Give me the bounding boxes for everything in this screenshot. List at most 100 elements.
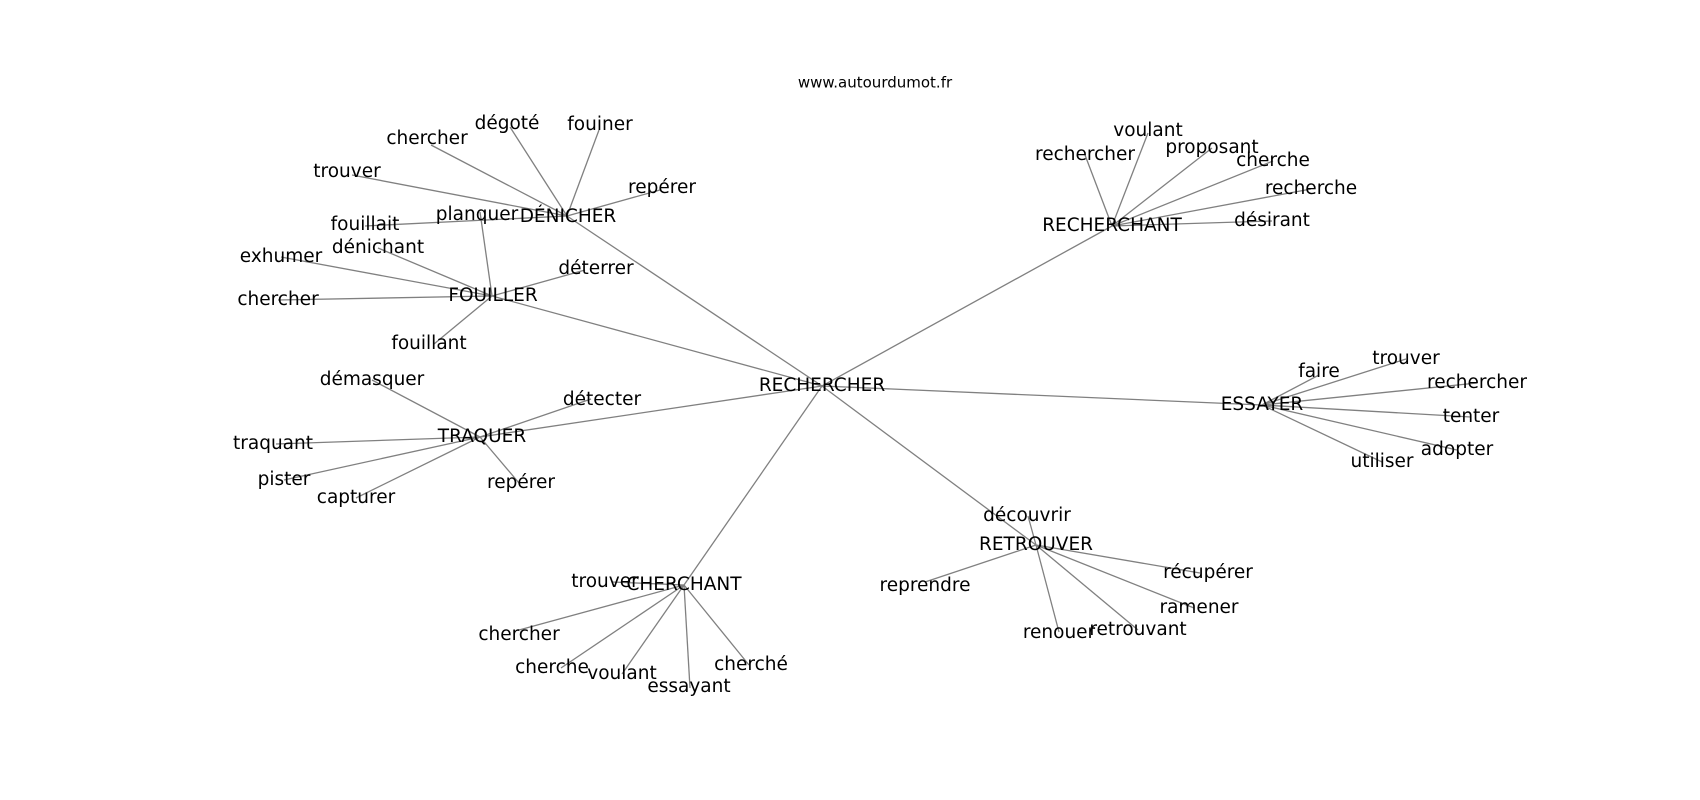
edge-traquer-tra_detecter — [479, 398, 592, 438]
edge-denicher-den_degote — [509, 126, 568, 217]
node-denicher: DÉNICHER — [520, 205, 617, 227]
edge-essayer-ess_tenter — [1261, 404, 1472, 418]
node-fou-exhumer: exhumer — [240, 246, 323, 267]
edge-essayer-ess_adopter — [1261, 404, 1458, 451]
edge-center-essayer — [821, 385, 1263, 406]
edge-cherchant-cha_essayant — [683, 584, 691, 689]
edge-fouiller-den_planquer — [479, 211, 493, 297]
edge-traquer-tra_reperer — [479, 436, 520, 484]
node-rec-proposant: proposant — [1165, 137, 1258, 158]
edge-cherchant-cha_voulant — [621, 584, 685, 675]
node-ess-tenter: tenter — [1443, 406, 1500, 427]
edge-retrouver-ret_reprendre — [924, 544, 1037, 583]
edge-recherchant-rec_recherche — [1111, 188, 1312, 227]
edge-retrouver-ret_renouer — [1035, 544, 1060, 633]
node-cherchant: CHERCHANT — [626, 574, 742, 595]
edge-retrouver-ret_ramener — [1035, 544, 1195, 609]
node-rec-desirant: désirant — [1234, 210, 1310, 231]
node-cha-essayant: essayant — [647, 676, 730, 697]
node-ret-ramener: ramener — [1159, 597, 1238, 618]
edge-center-traquer — [479, 385, 823, 438]
edge-traquer-tra_demasquer — [371, 379, 481, 438]
edge-essayer-ess_trouver — [1261, 358, 1407, 406]
node-rec-rechercher: rechercher — [1035, 144, 1135, 165]
node-ret-renouer: renouer — [1023, 622, 1096, 643]
node-ess-adopter: adopter — [1421, 439, 1494, 460]
edge-recherchant-rec_proposant — [1111, 147, 1213, 227]
node-ret-decouvrir: découvrir — [983, 505, 1071, 526]
node-center: RECHERCHER — [759, 375, 886, 396]
edge-cherchant-cha_cherche — [560, 584, 685, 669]
edge-denicher-den_chercher — [430, 144, 568, 217]
node-cha-chercher: chercher — [478, 624, 560, 645]
node-essayer: ESSAYER — [1221, 394, 1304, 415]
node-tra-detecter: détecter — [563, 389, 642, 410]
source-site-label: www.autourdumot.fr — [798, 74, 953, 92]
edge-traquer-tra_traquant — [275, 436, 481, 445]
edge-recherchant-rec_cherche — [1111, 160, 1274, 227]
edge-denicher-den_fouiner — [566, 129, 600, 217]
node-den-degote: dégoté — [475, 113, 540, 134]
node-fou-denichant: dénichant — [332, 237, 424, 258]
edge-fouiller-fou_deterrer — [491, 269, 586, 297]
edge-center-retrouver — [821, 385, 1037, 546]
edge-center-recherchant — [821, 225, 1113, 387]
graph-edges — [275, 126, 1478, 689]
node-ess-faire: faire — [1298, 361, 1340, 382]
node-cha-cherche2: cherché — [714, 654, 788, 675]
node-fou-chercher: chercher — [237, 289, 319, 310]
node-den-fouiner: fouiner — [567, 114, 633, 135]
edge-essayer-ess_utiliser — [1261, 404, 1383, 463]
node-rec-recherche: recherche — [1265, 178, 1357, 199]
edge-cherchant-cha_cherche2 — [683, 584, 750, 666]
node-recherchant: RECHERCHANT — [1042, 215, 1182, 236]
edge-recherchant-rec_rechercher — [1084, 154, 1113, 227]
edge-retrouver-ret_decouvrir — [1027, 515, 1037, 546]
node-tra-traquant: traquant — [233, 433, 313, 454]
node-den-trouver: trouver — [313, 161, 381, 182]
node-fou-fouillant: fouillant — [391, 333, 466, 354]
edge-fouiller-fou_chercher — [277, 295, 493, 301]
edge-traquer-tra_pister — [283, 436, 481, 481]
edge-essayer-ess_rechercher — [1261, 382, 1478, 406]
node-tra-capturer: capturer — [317, 487, 396, 508]
edge-essayer-ess_faire — [1261, 374, 1320, 406]
edge-cherchant-cha_trouver — [611, 581, 685, 586]
node-ret-reprendre: reprendre — [880, 575, 971, 596]
node-cha-voulant: voulant — [587, 663, 656, 684]
edge-cherchant-cha_chercher — [518, 584, 685, 631]
node-fouiller: FOUILLER — [448, 285, 538, 306]
edge-fouiller-fou_denichant — [377, 247, 493, 297]
node-rec-cherche: cherche — [1236, 150, 1310, 171]
edge-center-cherchant — [683, 385, 823, 586]
node-den-chercher: chercher — [386, 128, 468, 149]
edge-fouiller-fou_fouillant — [433, 295, 493, 345]
node-ess-trouver: trouver — [1372, 348, 1440, 369]
edge-denicher-den_trouver — [351, 174, 568, 217]
node-tra-demasquer: démasquer — [320, 369, 425, 390]
node-retrouver: RETROUVER — [979, 534, 1093, 555]
node-den-fouillait: fouillait — [331, 214, 400, 235]
edge-recherchant-rec_voulant — [1111, 132, 1149, 227]
edge-retrouver-ret_recuperer — [1035, 544, 1201, 574]
node-ret-retrouvant: retrouvant — [1089, 619, 1186, 640]
node-traquer: TRAQUER — [437, 426, 527, 447]
node-den-reperer: repérer — [628, 177, 696, 198]
graph-labels: RECHERCHER DÉNICHER FOUILLER TRAQUER CHERCHA… — [233, 113, 1527, 697]
node-ess-utiliser: utiliser — [1350, 451, 1413, 472]
node-den-planquer: planquer — [436, 204, 519, 225]
node-ret-recuperer: récupérer — [1163, 562, 1253, 583]
node-cha-trouver: trouver — [571, 571, 639, 592]
edge-denicher-den_reperer — [566, 189, 661, 217]
node-tra-reperer: repérer — [487, 472, 555, 493]
node-rec-voulant: voulant — [1113, 120, 1182, 141]
node-ess-rechercher: rechercher — [1427, 372, 1527, 393]
edge-recherchant-rec_desirant — [1111, 220, 1273, 227]
node-fou-deterrer: déterrer — [558, 258, 634, 279]
edge-fouiller-fou_exhumer — [280, 256, 493, 297]
node-cha-cherche: cherche — [515, 657, 589, 678]
edge-traquer-tra_capturer — [355, 436, 481, 499]
edge-denicher-den_fouillait — [364, 215, 568, 227]
edge-center-fouiller — [491, 295, 823, 387]
